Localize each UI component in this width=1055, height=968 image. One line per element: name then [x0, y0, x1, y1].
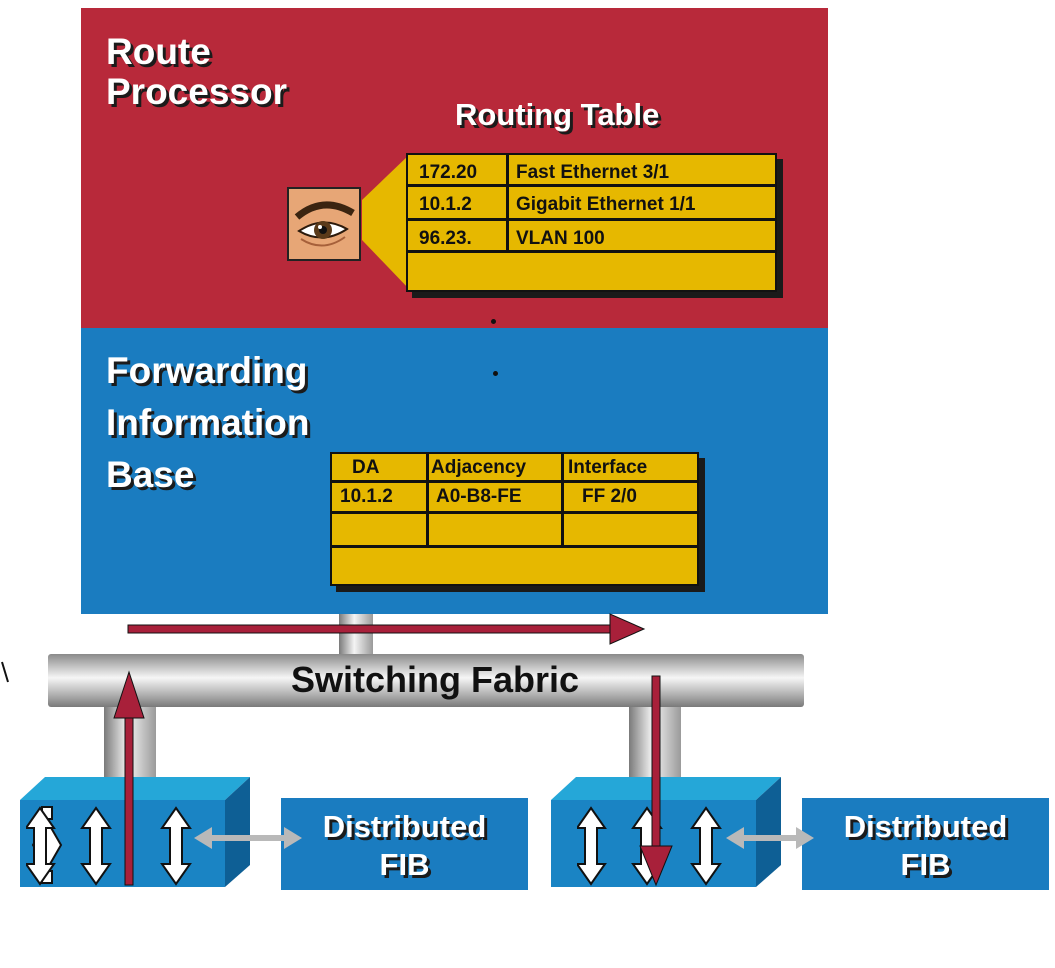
switching-fabric-label: Switching Fabric	[290, 659, 580, 700]
ellipsis-dot-1	[491, 319, 496, 324]
eye-icon	[287, 187, 361, 261]
fib-header-interface: Interface	[568, 457, 648, 478]
linecard-1-fib-link-arrow	[194, 827, 302, 849]
route-processor-title: Route Processor	[106, 32, 287, 112]
distributed-fib-1-label-line2: FIB	[379, 847, 430, 882]
routing-row-1-interface: Fast Ethernet 3/1	[516, 162, 670, 183]
ellipsis-dot-2	[493, 371, 498, 376]
distributed-fib-2-label-line2: FIB	[900, 847, 951, 882]
linecard-2-fib-link-arrow	[726, 827, 814, 849]
routing-row-3-interface: VLAN 100	[516, 228, 605, 249]
stray-mark	[0, 660, 14, 690]
fabric-uplink-pipe	[339, 614, 373, 654]
fib-row-1-adjacency: A0-B8-FE	[436, 486, 522, 507]
fib-table: DA Adjacency Interface 10.1.2 A0-B8-FE F…	[330, 452, 699, 586]
fib-title-line1: Forwarding	[106, 350, 308, 391]
fib-title-line3: Base	[106, 454, 195, 495]
linecard-1-arrows	[26, 806, 192, 886]
inspection-cone	[362, 154, 410, 290]
fib-title-line2: Information	[106, 402, 310, 443]
fib-row-1-interface: FF 2/0	[582, 486, 637, 507]
route-processor-title-line2: Processor	[106, 71, 287, 112]
routing-table-title: Routing Table	[455, 97, 660, 132]
fib-title: Forwarding Information Base	[106, 345, 309, 501]
routing-row-1-prefix: 172.20	[419, 162, 478, 183]
routing-row-2-interface: Gigabit Ethernet 1/1	[516, 194, 696, 215]
fib-row-1-da: 10.1.2	[340, 486, 393, 507]
fib-header-adjacency: Adjacency	[431, 457, 527, 478]
routing-row-3-prefix: 96.23.	[419, 228, 472, 249]
routing-row-2-prefix: 10.1.2	[419, 194, 472, 215]
distributed-fib-1-label-line1: Distributed	[322, 809, 487, 844]
fib-header-da: DA	[352, 457, 380, 478]
route-processor-title-line1: Route	[106, 31, 211, 72]
distributed-fib-2: Distributed FIB	[802, 798, 1049, 890]
distributed-fib-2-label-line1: Distributed	[843, 809, 1008, 844]
distributed-fib-1: Distributed FIB	[281, 798, 528, 890]
switching-fabric-bar	[48, 654, 804, 707]
routing-table: 172.20 Fast Ethernet 3/1 10.1.2 Gigabit …	[406, 153, 777, 292]
